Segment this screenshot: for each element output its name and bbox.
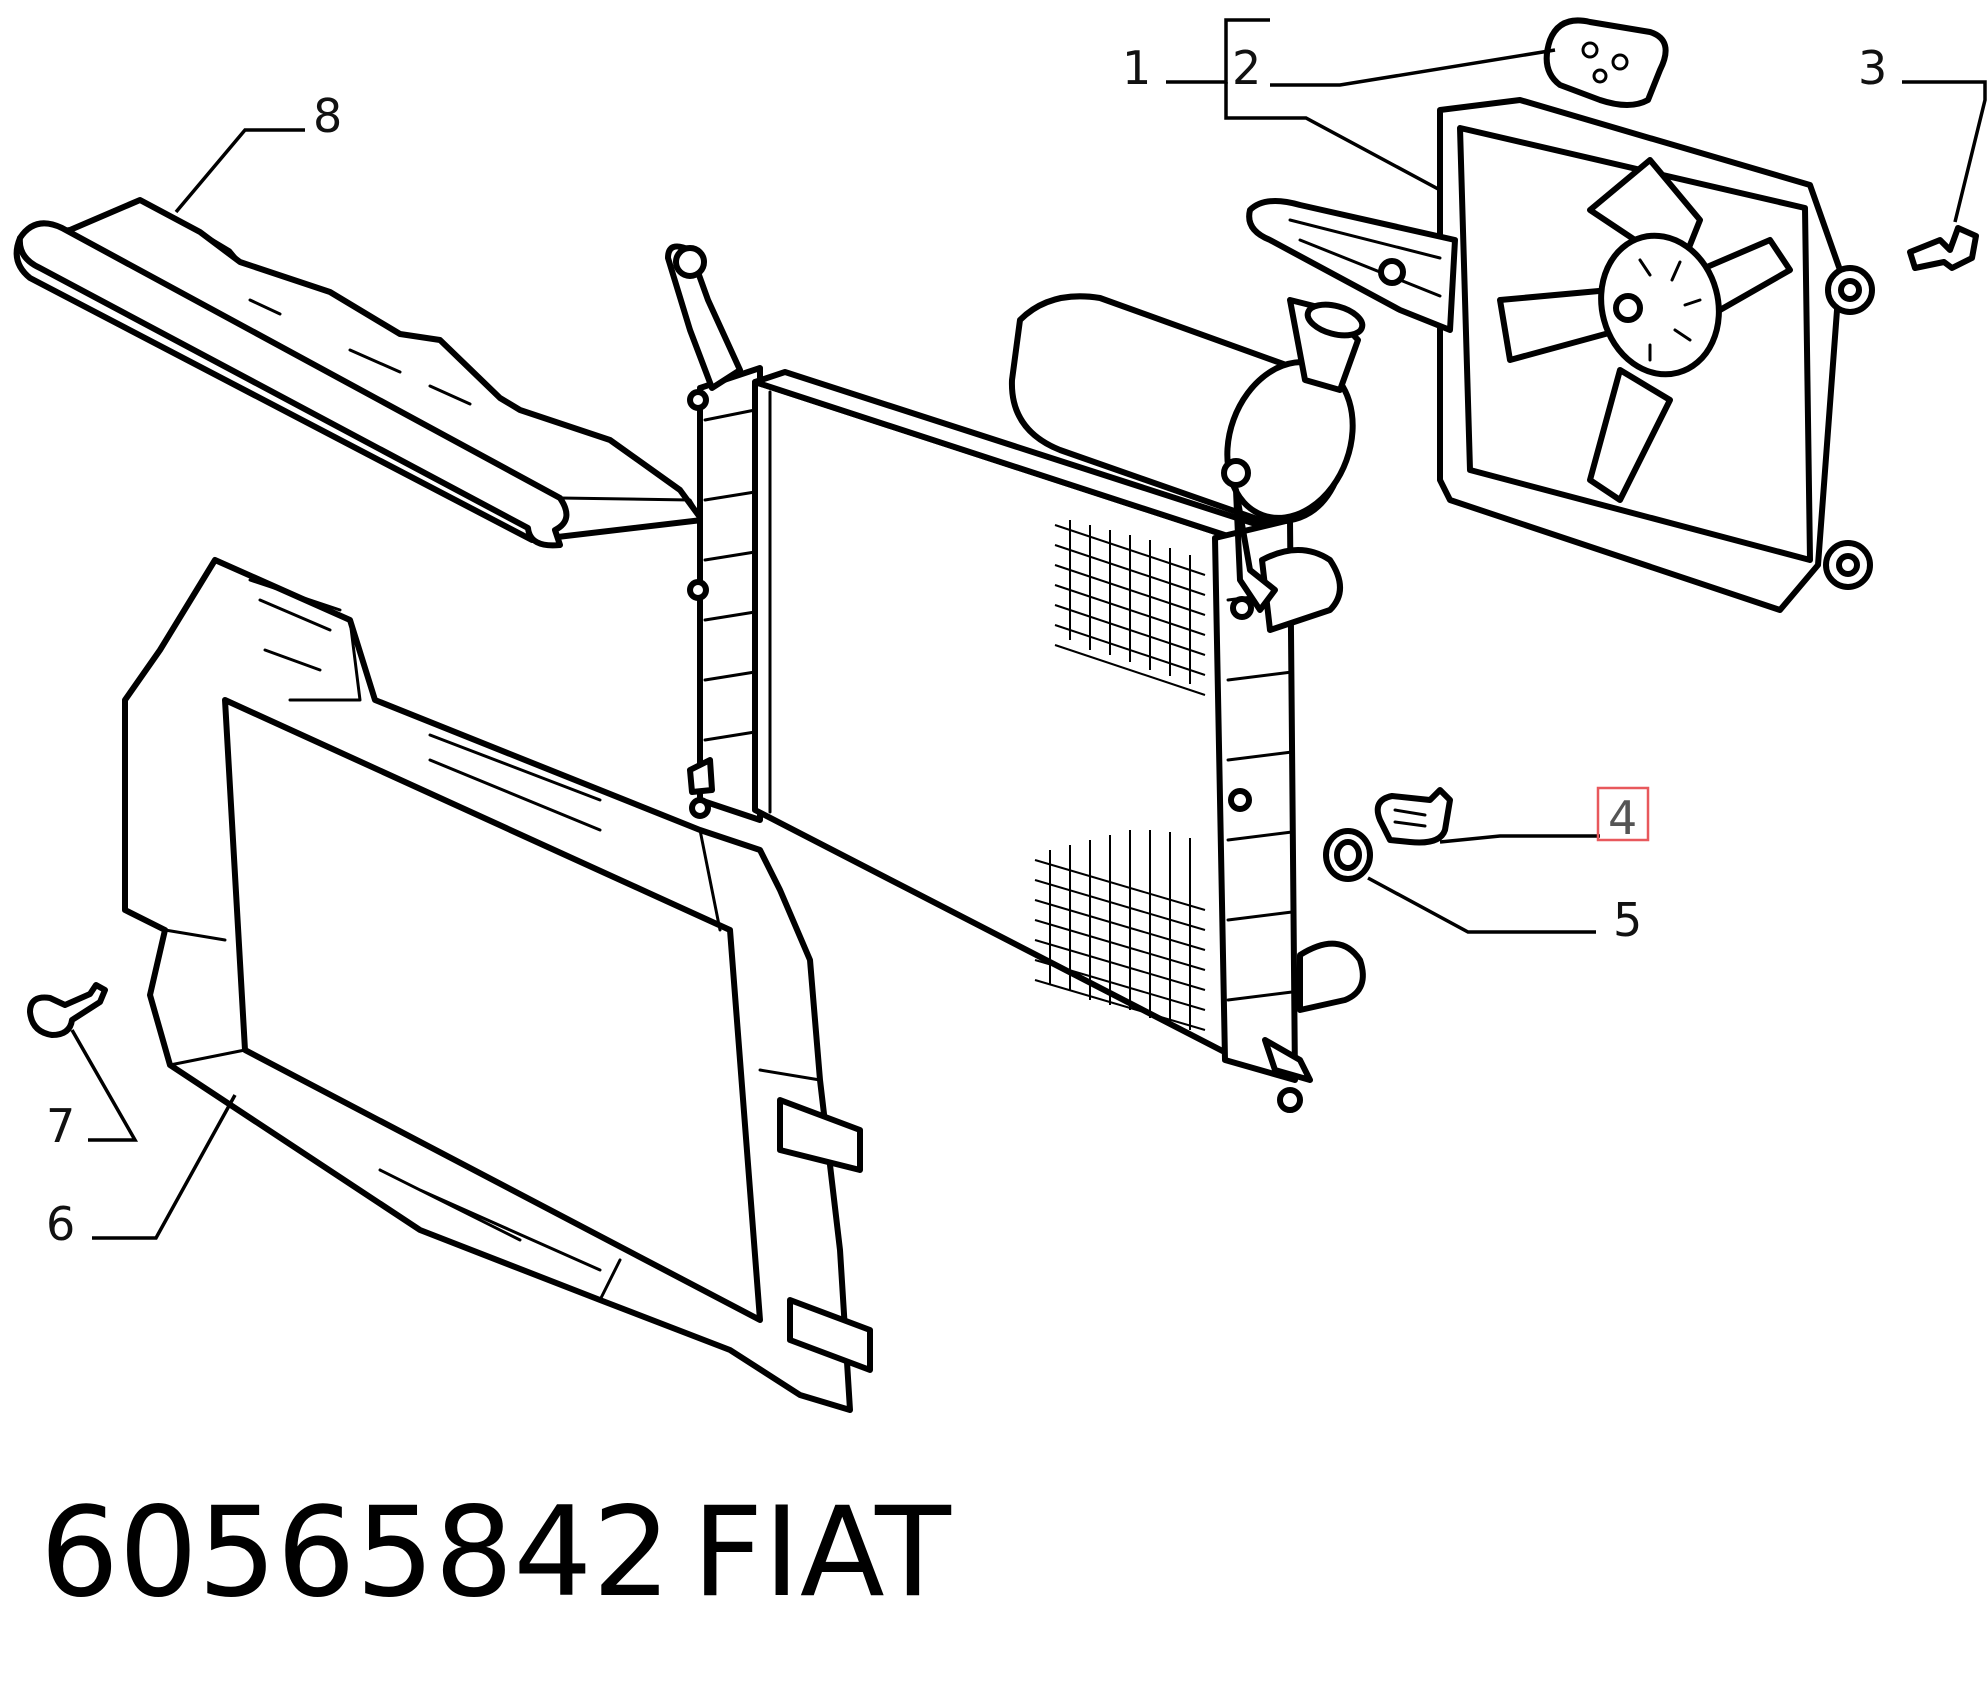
callout-6: 6 xyxy=(46,1197,75,1251)
callout-4: 4 xyxy=(1608,791,1637,845)
frame-bolt xyxy=(27,982,108,1038)
upper-air-deflector xyxy=(13,197,705,549)
part-number: 60565842 xyxy=(40,1481,671,1625)
expansion-tank xyxy=(1008,293,1366,613)
fan-screw xyxy=(1907,225,1979,271)
radiator-frame xyxy=(122,557,873,1413)
callout-3: 3 xyxy=(1858,41,1887,95)
radiator xyxy=(665,243,1366,1113)
callout-4-group: 4 xyxy=(1596,786,1650,845)
temperature-switch xyxy=(1374,787,1453,846)
fan-connector xyxy=(1543,17,1669,108)
callout-leaders xyxy=(70,18,1987,1240)
brand-name: FIAT xyxy=(692,1481,952,1625)
fan-shroud xyxy=(1246,97,1875,613)
callout-8: 8 xyxy=(313,89,342,143)
sealing-washer xyxy=(1323,828,1373,882)
radiator-core-mesh-lower xyxy=(1034,830,1206,1031)
callout-5: 5 xyxy=(1613,893,1642,947)
callout-1: 1 xyxy=(1122,41,1151,95)
callout-7: 7 xyxy=(46,1099,75,1153)
callout-4-highlight xyxy=(1596,786,1650,842)
callout-2: 2 xyxy=(1232,41,1261,95)
radiator-core-mesh-upper xyxy=(1054,520,1206,696)
